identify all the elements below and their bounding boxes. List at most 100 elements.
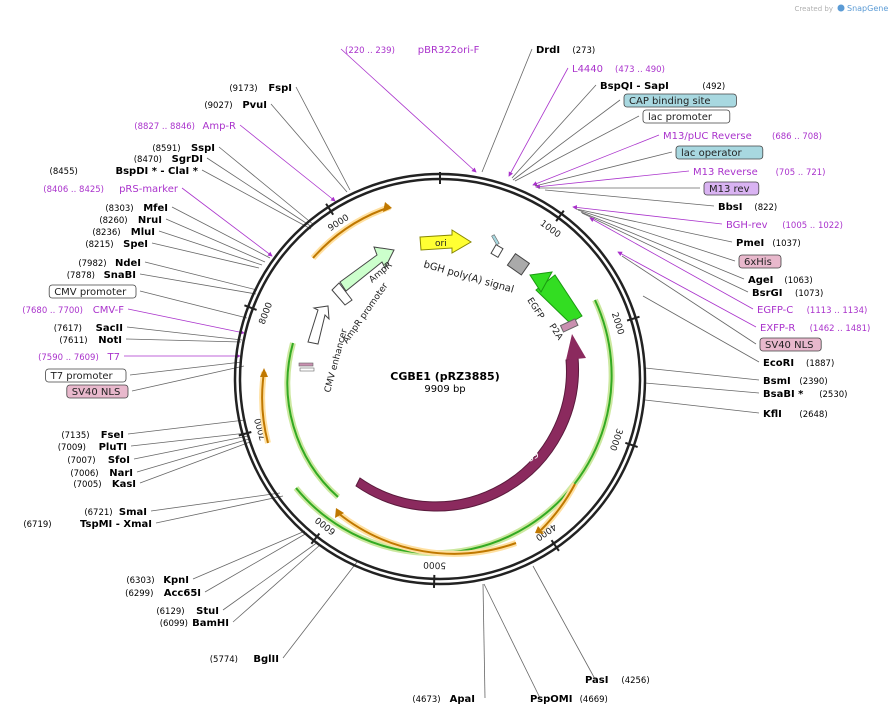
ampr-promoter-label: AmpR promoter: [341, 281, 390, 346]
label-pbr322ori-f[interactable]: (220 .. 239)pBR322ori-F: [345, 45, 480, 56]
leader-fsei: [127, 419, 246, 435]
bgh-polya-feature[interactable]: [506, 252, 531, 276]
egfp-feature[interactable]: [535, 274, 583, 324]
label-bspdi[interactable]: BspDI * - ClaI *(8455): [50, 166, 199, 177]
label-6xhis[interactable]: 6xHis: [738, 254, 782, 269]
label-kasi[interactable]: KasI(7005): [73, 479, 136, 490]
leader-ndei: [144, 261, 258, 291]
cmv-enhancer-feature[interactable]: [307, 305, 330, 345]
label-ndei[interactable]: NdeI(7982): [78, 258, 141, 269]
label-mfei[interactable]: MfeI(8303): [105, 203, 168, 214]
label-pluti[interactable]: PluTI(7009): [58, 442, 127, 453]
prs-marker-position: (8406 .. 8425): [43, 185, 104, 195]
label-acc65i[interactable]: Acc65I (6299): [125, 588, 201, 599]
leader-bspdi: [201, 169, 312, 230]
label-t7[interactable]: T7(7590 .. 7609): [38, 352, 120, 363]
sv40-nls-left-feature: [298, 362, 314, 367]
label-kfli[interactable]: KflI(2648): [763, 409, 828, 420]
m13-reverse-position: (705 .. 721): [776, 168, 826, 178]
leader-apai: [482, 583, 486, 699]
label-bamhi[interactable]: BamHI(6099): [160, 618, 229, 629]
ori-feature[interactable]: [419, 229, 472, 254]
label-lac-operator[interactable]: lac operator: [675, 145, 764, 160]
acc65i-name: Acc65I: [164, 588, 201, 599]
label-l4440[interactable]: L4440(473 .. 490): [572, 64, 665, 75]
label-cmv-f[interactable]: CMV-F(7680 .. 7700): [22, 305, 124, 316]
leader-pmei: [575, 208, 733, 243]
label-bbsi[interactable]: BbsI(822): [718, 202, 777, 213]
cmv-f-name: CMV-F: [93, 305, 124, 316]
fspi-name: FspI: [268, 83, 292, 94]
label-psp0mi[interactable]: PspOMI(4669): [530, 694, 608, 705]
label-pvui[interactable]: PvuI(9027): [204, 100, 267, 111]
bgh-polya-label: bGH poly(A) signal: [422, 259, 515, 295]
label-m13-puc-reverse[interactable]: M13/pUC Reverse(686 .. 708): [663, 131, 822, 142]
label-cap-binding-site[interactable]: CAP binding site: [623, 93, 737, 108]
label-cmv-promoter[interactable]: CMV promoter: [48, 284, 137, 299]
label-stui[interactable]: StuI(6129): [156, 606, 219, 617]
leader-snabi: [139, 273, 257, 295]
label-egfp-c[interactable]: EGFP-C(1113 .. 1134): [757, 305, 867, 316]
label-sv40-nls-r[interactable]: SV40 NLS: [759, 337, 822, 352]
snabi-position: (7878): [67, 271, 95, 281]
label-drdi[interactable]: DrdI(273): [536, 45, 595, 56]
label-apai[interactable]: ApaI(4673): [412, 694, 475, 705]
leader-egfp-c: [589, 217, 754, 310]
label-agei[interactable]: AgeI(1063): [748, 275, 813, 286]
cmv-promoter-box: [48, 284, 137, 299]
label-fsei[interactable]: FseI(7135): [61, 430, 124, 441]
label-noti[interactable]: NotI(7611): [59, 335, 122, 346]
label-nrui[interactable]: NruI(8260): [99, 215, 162, 226]
label-bglii[interactable]: BglII(5774): [210, 654, 279, 665]
label-kpni[interactable]: KpnI(6303): [126, 575, 189, 586]
label-sspi[interactable]: SspI(8591): [152, 143, 215, 154]
label-prs-marker[interactable]: pRS-marker(8406 .. 8425): [43, 184, 179, 195]
label-m13-rev[interactable]: M13 rev: [703, 181, 760, 196]
leader-bsabi: [644, 382, 760, 394]
ecori-position: (1887): [806, 359, 834, 369]
label-sgrdi[interactable]: SgrDI(8470): [134, 154, 203, 165]
bbsi-name: BbsI: [718, 202, 742, 213]
label-exfp-r[interactable]: EXFP-R(1462 .. 1481): [760, 323, 870, 334]
label-snabi[interactable]: SnaBI (7878): [67, 270, 136, 281]
ampr-feature[interactable]: [339, 246, 395, 292]
label-sv40-nls-l[interactable]: SV40 NLS: [66, 384, 129, 399]
tick-label: 2000: [609, 311, 625, 336]
cas9-feature[interactable]: [355, 356, 579, 512]
label-pmei[interactable]: PmeI(1037): [736, 238, 801, 249]
label-sfoi[interactable]: SfoI(7007): [67, 455, 130, 466]
p2a-feature[interactable]: [559, 318, 579, 333]
label-m13-reverse[interactable]: M13 Reverse(705 .. 721): [693, 167, 825, 178]
label-bgh-rev[interactable]: BGH-rev(1005 .. 1022): [726, 220, 843, 231]
sgrdi-name: SgrDI: [172, 154, 203, 165]
label-bsabi[interactable]: BsaBI *(2530): [763, 389, 847, 400]
acc65i-position: (6299): [125, 589, 153, 599]
label-bsmi[interactable]: BsmI(2390): [763, 376, 828, 387]
bsrgi-position: (1073): [795, 289, 823, 299]
fspi-position: (9173): [229, 84, 257, 94]
pasi-position: (4256): [621, 676, 649, 686]
label-ecori[interactable]: EcoRI(1887): [763, 358, 834, 369]
label-t7-promoter[interactable]: T7 promoter: [45, 368, 127, 383]
label-amp-r[interactable]: Amp-R(8827 .. 8846): [134, 121, 236, 132]
leader-bamhi: [232, 544, 321, 623]
snabi-name: SnaBI: [104, 270, 136, 281]
label-spei[interactable]: SpeI(8215): [85, 239, 148, 250]
label-smai[interactable]: SmaI(6721): [84, 507, 147, 518]
bglii-name: BglII: [253, 654, 279, 665]
label-fspi[interactable]: FspI (9173): [229, 83, 292, 94]
ampr-promoter-feature[interactable]: [331, 282, 353, 306]
orange-arc-4: [337, 512, 517, 555]
kasi-position: (7005): [73, 480, 101, 490]
label-lac-promoter[interactable]: lac promoter: [642, 109, 731, 124]
label-mlui[interactable]: MluI(8236): [92, 227, 155, 238]
leader-m13-puc-reverse: [532, 134, 660, 186]
label-nari[interactable]: NarI(7006): [70, 468, 133, 479]
label-tspmi[interactable]: TspMI - XmaI(6719): [23, 519, 152, 530]
label-bsrgi[interactable]: BsrGI(1073): [752, 288, 823, 299]
label-bspqi[interactable]: BspQI - SapI(492): [600, 81, 725, 92]
label-pasi[interactable]: PasI(4256): [585, 675, 650, 686]
egfp-track: [295, 299, 613, 555]
cap-binding-site-box: [623, 93, 737, 108]
label-sacii[interactable]: SacII(7617): [54, 323, 123, 334]
